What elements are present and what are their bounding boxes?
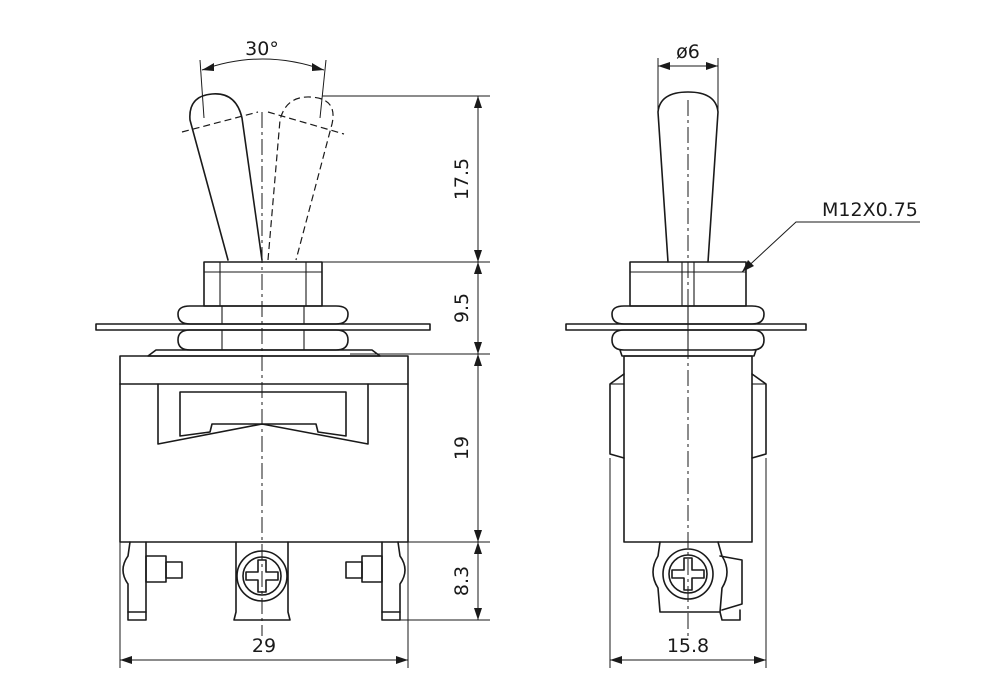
angle-dimension-arc	[201, 58, 325, 71]
angle-label: 30°	[245, 38, 279, 60]
thread-leader-line	[741, 221, 920, 273]
side-clip-right	[751, 373, 767, 459]
front-upper-nut	[177, 305, 349, 325]
side-mounting-plate	[565, 323, 807, 331]
side-lever	[657, 91, 719, 263]
body-height-label: 19	[451, 436, 473, 460]
front-width-label: 29	[252, 635, 276, 657]
side-terminal	[652, 541, 743, 621]
front-lever	[189, 93, 263, 261]
terminal-height-label: 8.3	[451, 566, 473, 596]
bushing-height-label: 9.5	[451, 293, 473, 323]
front-lever-alt-position	[267, 96, 334, 261]
front-mounting-plate	[95, 323, 431, 331]
front-lower-nut	[177, 329, 349, 351]
side-view: ø6 M12X0.75 15.8	[565, 41, 920, 668]
side-clip-left	[609, 373, 625, 459]
side-width-label: 15.8	[667, 635, 709, 657]
front-bushing	[203, 261, 323, 307]
thread-label: M12X0.75	[822, 199, 918, 221]
front-terminal-left	[122, 541, 183, 621]
front-view: 30° 17.5 9.5 19 8.3 29	[95, 38, 490, 668]
lever-height-label: 17.5	[451, 158, 473, 200]
lever-diameter-label: ø6	[676, 41, 700, 63]
front-terminal-right	[345, 541, 406, 621]
side-lower-nut	[611, 329, 765, 351]
front-body	[119, 355, 409, 543]
